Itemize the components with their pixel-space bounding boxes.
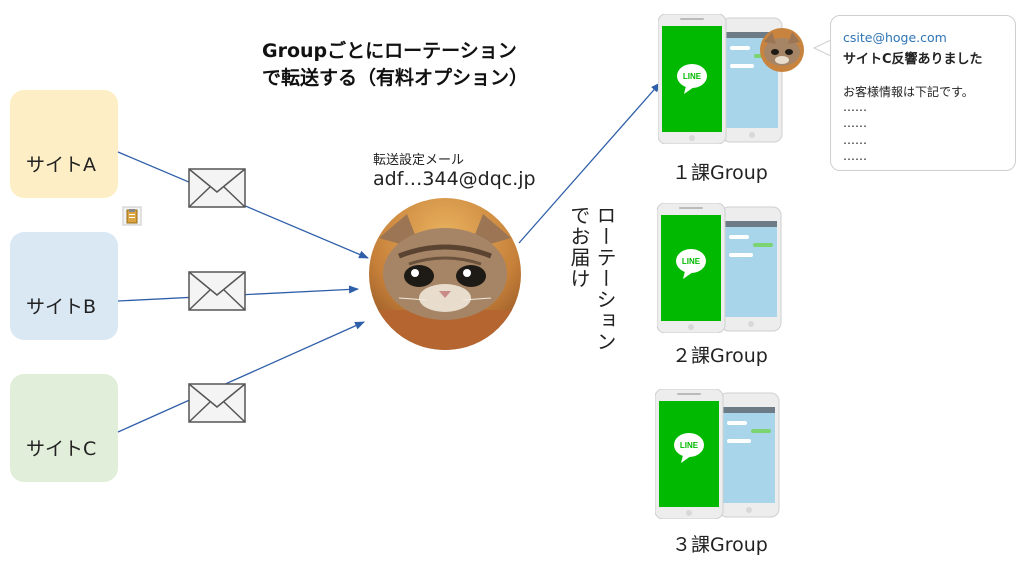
group-3-label: ３課Group — [672, 534, 768, 556]
site-c-box: サイトC — [10, 374, 118, 482]
clipboard-icon[interactable] — [122, 206, 142, 226]
bubble-body: お客様情報は下記です。 — [843, 85, 974, 99]
group-1-label: １課Group — [672, 162, 768, 184]
svg-text:LINE: LINE — [683, 72, 702, 81]
envelope-icon — [188, 168, 246, 208]
avatar — [760, 28, 804, 72]
title-line-2: で転送する（有料オプション） — [262, 67, 529, 89]
phones-group-3: LINE — [655, 389, 780, 519]
bubble-tail — [812, 39, 832, 57]
site-b-label: サイトB — [26, 296, 97, 318]
forward-caption: 転送設定メール — [373, 153, 465, 168]
cat-photo — [369, 198, 521, 350]
arrow-site-c — [117, 321, 365, 433]
bubble-dots-4: …… — [843, 149, 867, 163]
site-c-label: サイトC — [26, 438, 97, 460]
bubble-dots-3: …… — [843, 133, 867, 147]
phones-group-1: LINE — [658, 14, 783, 144]
bubble-from: csite@hoge.com — [843, 30, 947, 45]
bubble-dots-2: …… — [843, 116, 867, 130]
envelope-icon — [188, 271, 246, 311]
arrow-to-groups — [518, 82, 661, 244]
site-b-box: サイトB — [10, 232, 118, 340]
site-a-box: サイトA — [10, 90, 118, 198]
bubble-dots-1: …… — [843, 100, 867, 114]
svg-text:LINE: LINE — [680, 441, 699, 450]
diagram-title: Groupごとにローテーション で転送する（有料オプション） — [262, 38, 562, 92]
bubble-subject: サイトC反響ありました — [843, 52, 983, 67]
envelope-icon — [188, 383, 246, 423]
forward-address: adf…344@dqc.jp — [373, 168, 536, 190]
svg-text:LINE: LINE — [682, 257, 701, 266]
title-line-1: Groupごとにローテーション — [262, 40, 517, 62]
group-2-label: ２課Group — [672, 345, 768, 367]
rotation-text-col2: でお届け — [567, 205, 591, 289]
message-bubble: csite@hoge.com サイトC反響ありました お客様情報は下記です。 …… — [830, 15, 1016, 171]
phones-group-2: LINE — [657, 203, 782, 333]
site-a-label: サイトA — [26, 154, 96, 176]
rotation-text-col1: ローテーション — [593, 205, 617, 352]
